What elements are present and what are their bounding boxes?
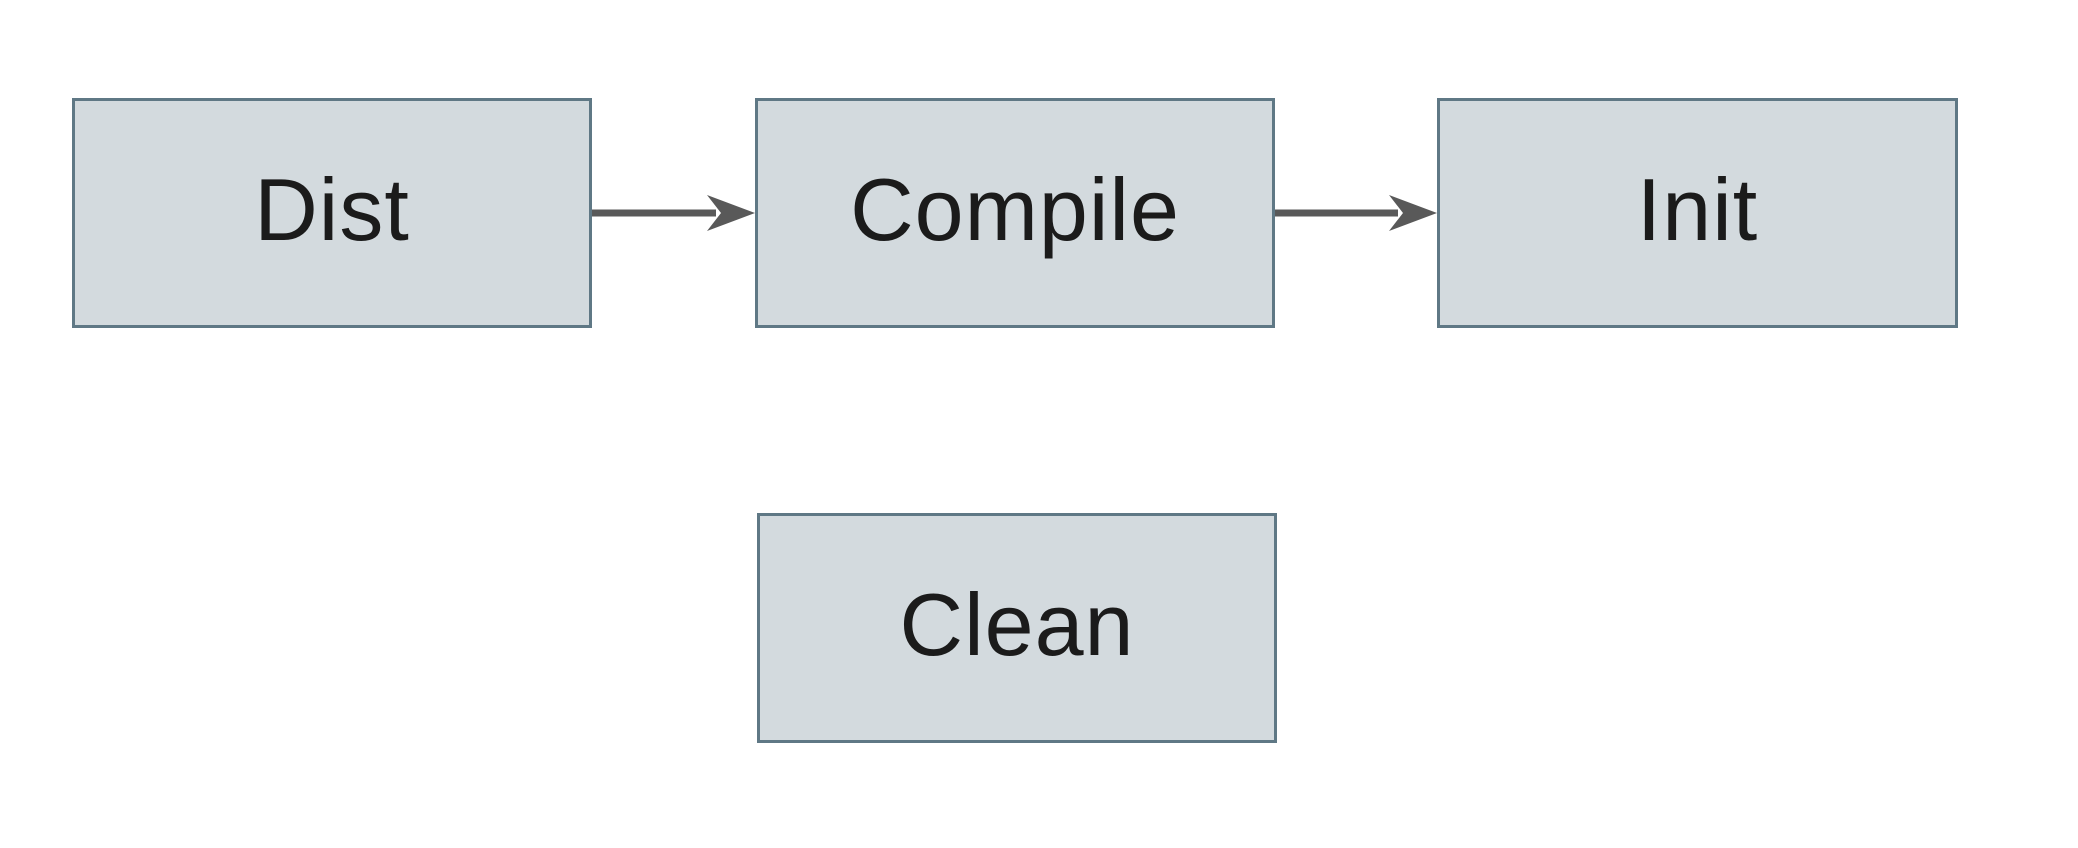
arrow-compile-to-init	[1275, 195, 1437, 231]
node-clean-label: Clean	[899, 575, 1135, 674]
node-init: Init	[1437, 98, 1958, 328]
node-compile: Compile	[755, 98, 1275, 328]
node-dist-label: Dist	[254, 160, 410, 259]
node-init-label: Init	[1636, 160, 1759, 259]
node-compile-label: Compile	[850, 160, 1180, 259]
node-dist: Dist	[72, 98, 592, 328]
arrow-dist-to-compile	[592, 195, 755, 231]
node-clean: Clean	[757, 513, 1277, 743]
